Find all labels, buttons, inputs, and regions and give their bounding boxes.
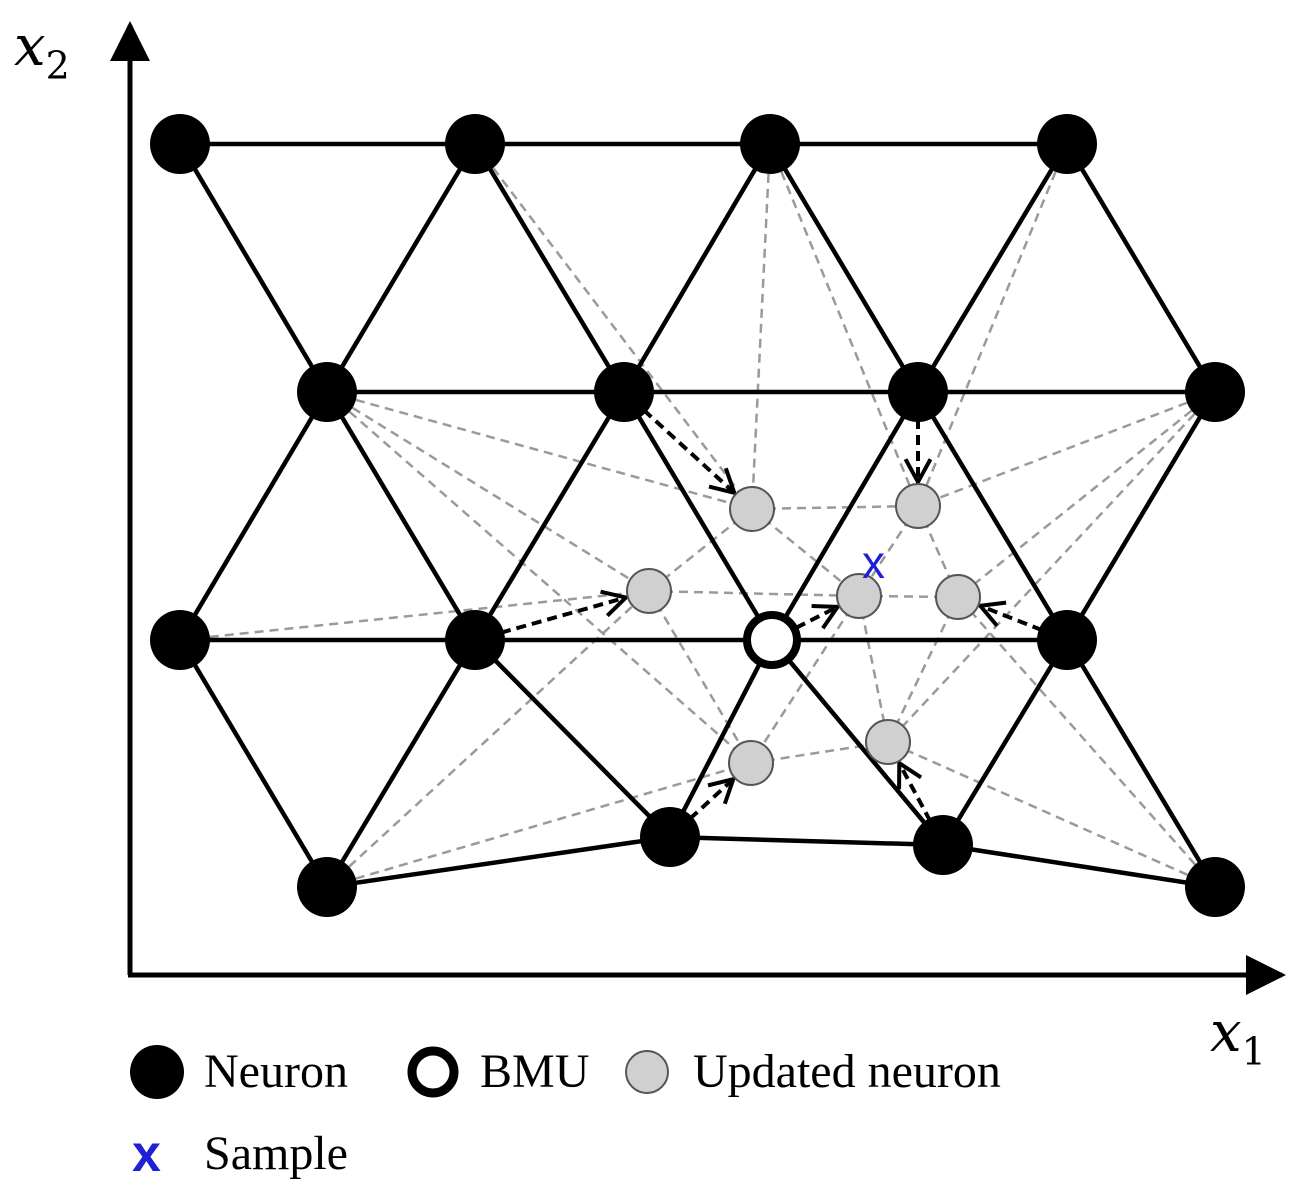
update-arrows: [500, 408, 1043, 823]
grid-link: [325, 142, 477, 394]
update-arrow: [979, 603, 1043, 632]
grid-link: [326, 834, 671, 890]
neuron: [150, 114, 210, 174]
grid-link: [473, 142, 626, 394]
neuron: [150, 610, 210, 670]
neuron: [913, 815, 973, 875]
dashed-link: [751, 504, 919, 511]
neurons: [150, 114, 1245, 917]
update-arrow: [642, 408, 736, 495]
grid-link: [668, 638, 774, 839]
neuron-grid-links: [178, 141, 1217, 890]
updated-neuron: [895, 483, 941, 529]
y-axis-label-var: x: [14, 14, 46, 79]
grid-link: [178, 390, 329, 642]
dashed-link: [749, 595, 861, 764]
updated-neuron: [935, 574, 981, 620]
dashed-link: [957, 391, 1216, 598]
grid-link: [1065, 638, 1217, 889]
update-arrow-head: [811, 604, 842, 630]
dashed-link: [768, 143, 920, 507]
update-arrow: [500, 595, 627, 635]
neuron: [445, 114, 505, 174]
grid-link: [473, 638, 672, 839]
dashed-link: [886, 596, 960, 743]
dashed-link: [179, 589, 650, 642]
bmu-neuron: [743, 611, 801, 669]
grid-link: [770, 390, 920, 642]
updated-neuron: [626, 568, 672, 614]
grid-link: [622, 142, 772, 394]
legend-updated-text: Updated neuron: [693, 1045, 1001, 1098]
grid-link: [916, 142, 1069, 394]
neuron: [640, 807, 700, 867]
update-arrow-head: [897, 759, 923, 790]
grid-link: [1065, 390, 1217, 642]
y-axis-label: x2: [14, 14, 70, 87]
grid-link: [178, 142, 329, 394]
update-arrow-head: [707, 776, 737, 805]
dashed-link: [326, 390, 753, 511]
neuron: [297, 857, 357, 917]
x-axis-label-var: x: [1210, 1000, 1242, 1065]
legend-bmu-marker: [407, 1046, 459, 1098]
neuron: [1185, 857, 1245, 917]
grid-link: [669, 834, 944, 848]
updated-neuron: [728, 740, 774, 786]
x-axis-label-sub: 1: [1241, 1029, 1266, 1074]
dashed-link: [326, 391, 752, 764]
dashed-link: [647, 590, 753, 764]
neuron: [740, 114, 800, 174]
neuron: [297, 362, 357, 422]
dashed-link: [957, 596, 1216, 888]
dashed-link: [326, 390, 650, 593]
grid-link: [942, 842, 1216, 890]
neuron: [445, 610, 505, 670]
legend-bmu-text: BMU: [480, 1045, 590, 1098]
update-arrow-head: [903, 458, 933, 487]
grid-link: [178, 638, 329, 889]
legend-neuron-marker: [130, 1045, 184, 1099]
dashed-link: [916, 143, 1069, 507]
neuron: [594, 362, 654, 422]
dashed-link: [857, 595, 890, 743]
grid-link: [768, 142, 920, 394]
neuron: [1185, 362, 1245, 422]
update-arrow: [688, 777, 735, 821]
update-arrow-head: [976, 600, 1007, 628]
grid-link: [916, 390, 1069, 642]
updated-neuron: [729, 486, 775, 532]
grid-link: [622, 390, 774, 642]
update-arrow: [795, 605, 839, 630]
update-arrow: [897, 762, 933, 823]
grid-link: [1065, 142, 1217, 394]
updated-neuron: [865, 719, 911, 765]
y-axis-label-sub: 2: [45, 43, 70, 88]
grid-link: [770, 638, 945, 847]
dashed-link: [750, 740, 889, 765]
x-axis-label: x1: [1210, 1000, 1266, 1073]
legend-updated-marker: [625, 1050, 669, 1094]
update-arrow-head: [708, 467, 738, 496]
update-arrow-head: [600, 589, 630, 618]
grid-link: [473, 390, 626, 642]
grid-link: [325, 638, 477, 889]
dashed-link: [648, 589, 860, 598]
legend-sample-text: Sample: [204, 1127, 348, 1180]
dashed-link: [750, 143, 772, 510]
legend-neuron-text: Neuron: [204, 1045, 348, 1098]
dashed-link: [474, 143, 753, 510]
dashed-link: [917, 390, 1216, 508]
dashed-link: [887, 391, 1216, 743]
neuron: [1037, 610, 1097, 670]
updated-neuron: [836, 573, 882, 619]
sample-marker: x: [862, 536, 885, 588]
neuron: [888, 362, 948, 422]
dashed-link: [326, 761, 752, 889]
legend-sample-marker: x: [132, 1125, 161, 1183]
grid-link: [325, 390, 477, 642]
grid-link: [941, 638, 1069, 847]
neuron: [1037, 114, 1097, 174]
